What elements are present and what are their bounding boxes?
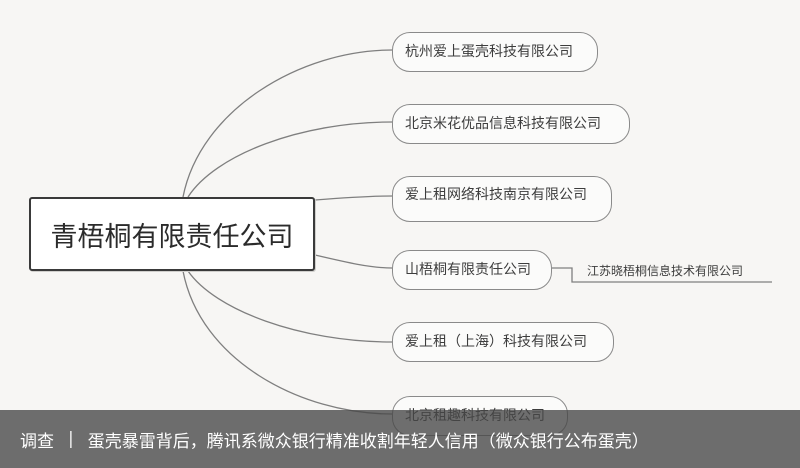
node-aishangzu-shanghai: 爱上租（上海）科技有限公司 xyxy=(392,322,614,362)
node-shanwutong: 山梧桐有限责任公司 xyxy=(392,250,552,290)
connector-sub xyxy=(552,267,772,283)
connector-3 xyxy=(314,195,393,201)
caption-separator: | xyxy=(68,429,74,449)
connector-1 xyxy=(182,49,393,198)
node-beijing-mihua: 北京米花优品信息科技有限公司 xyxy=(392,104,630,144)
node-aishangzu-nanjing: 爱上租网络科技南京有限公司 xyxy=(392,176,612,222)
caption-bar: 调查 | 蛋壳暴雷背后，腾讯系微众银行精准收割年轻人信用（微众银行公布蛋壳） xyxy=(0,410,800,468)
connector-2 xyxy=(187,121,393,198)
connector-6 xyxy=(182,270,393,415)
root-node: 青梧桐有限责任公司 xyxy=(29,197,315,271)
caption-headline: 蛋壳暴雷背后，腾讯系微众银行精准收割年轻人信用（微众银行公布蛋壳） xyxy=(87,431,649,452)
caption-tag: 调查 xyxy=(20,431,54,452)
connector-5 xyxy=(187,270,393,343)
node-hangzhou-danke: 杭州爱上蛋壳科技有限公司 xyxy=(392,32,598,72)
connector-4 xyxy=(314,254,393,269)
node-jiangsu-xiaowutong: 江苏晓梧桐信息技术有限公司 xyxy=(587,264,744,278)
